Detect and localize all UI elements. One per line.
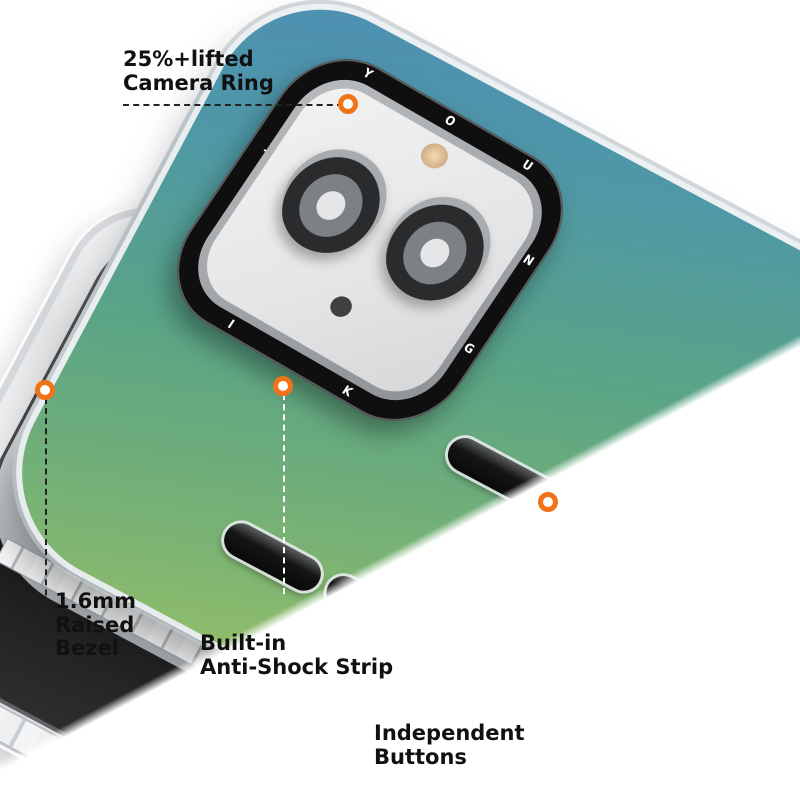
callout-line: Raised (55, 612, 135, 637)
callout-line: Anti-Shock Strip (200, 654, 394, 679)
callout-line: 1.6mm (55, 589, 136, 613)
callout-line: Independent (374, 721, 525, 745)
callout-marker-icon (538, 492, 558, 512)
callout-line: Buttons (374, 744, 467, 769)
callout-leader-line (548, 510, 550, 720)
callout-line: Camera Ring (123, 70, 274, 95)
callout-line: Built-in (200, 631, 287, 655)
flash-icon (415, 138, 454, 174)
ring-letter: I (225, 316, 237, 332)
callout-line: 25%+lifted (123, 47, 254, 71)
ring-letter: Y (360, 65, 376, 82)
callout-line: Bezel (55, 636, 119, 661)
callout-marker-icon (273, 376, 293, 396)
callout-leader-line (123, 104, 343, 106)
callout-independent-buttons-label: Independent Buttons (374, 721, 525, 769)
microphone-hole-icon (326, 292, 356, 321)
callout-leader-line (283, 394, 285, 594)
callout-marker-icon (338, 94, 358, 114)
callout-camera-ring-label: 25%+lifted Camera Ring (123, 47, 274, 95)
ring-letter: U (519, 156, 536, 174)
ring-letter: O (441, 112, 459, 130)
callout-leader-line (45, 398, 47, 666)
callout-anti-shock-strip-label: Built-in Anti-Shock Strip (200, 631, 394, 679)
ring-letter: K (339, 382, 356, 400)
callout-raised-bezel-label: 1.6mm Raised Bezel (55, 589, 136, 661)
callout-marker-icon (35, 380, 55, 400)
